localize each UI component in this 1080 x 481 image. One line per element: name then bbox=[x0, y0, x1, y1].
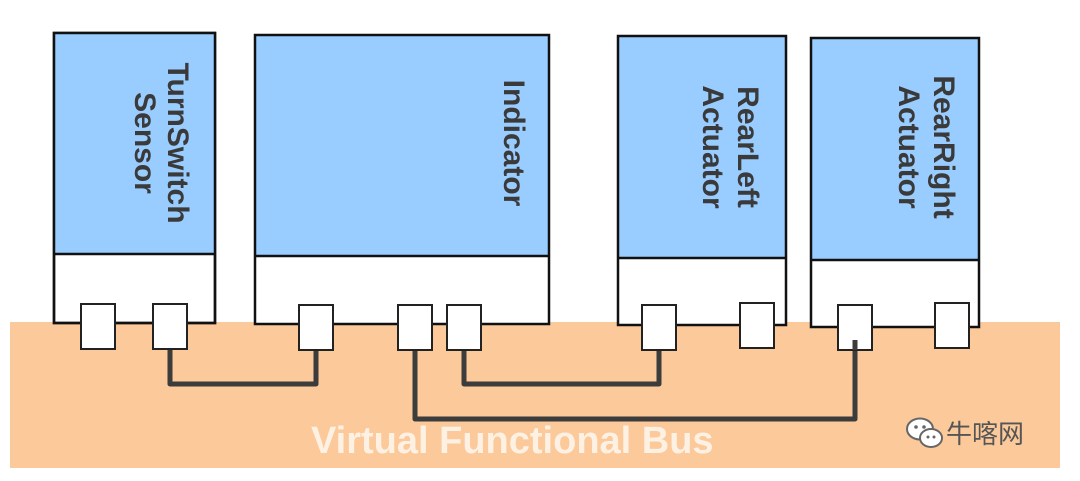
component-frame bbox=[809, 36, 981, 329]
component-label-line-1: TurnSwitch bbox=[161, 62, 194, 223]
bus-label: Virtual Functional Bus bbox=[311, 420, 714, 462]
component-label-line-1: Indicator bbox=[497, 80, 530, 207]
port-rearleft-2 bbox=[739, 302, 775, 349]
ports bbox=[80, 302, 970, 351]
component-header bbox=[618, 36, 786, 258]
port-indicator-2 bbox=[397, 304, 433, 351]
port-rearleft-1 bbox=[641, 304, 677, 351]
watermark: 牛喀网 bbox=[906, 417, 1024, 450]
component-rearleft-actuator: RearLeft Actuator bbox=[616, 34, 788, 327]
component-frame bbox=[52, 31, 217, 325]
port-indicator-1 bbox=[298, 304, 334, 351]
component-rearright-actuator: RearRight Actuator bbox=[809, 36, 981, 329]
component-header bbox=[811, 38, 979, 260]
component-label-line-2: Actuator bbox=[892, 85, 925, 209]
port-turnswitch-2 bbox=[152, 303, 188, 350]
component-label-line-1: RearRight bbox=[927, 75, 960, 218]
component-turnswitch-sensor: TurnSwitch Sensor bbox=[52, 31, 217, 325]
component-label-line-2: Sensor bbox=[128, 92, 161, 194]
watermark-text: 牛喀网 bbox=[946, 420, 1024, 450]
component-frame bbox=[616, 34, 788, 327]
connection-indicator-to-rearright bbox=[412, 346, 858, 422]
port-rearright-2 bbox=[934, 302, 970, 349]
component-label-line-1: RearLeft bbox=[731, 86, 764, 208]
component-label-line-2: Actuator bbox=[696, 85, 729, 209]
port-turnswitch-1 bbox=[80, 303, 116, 350]
component-header bbox=[54, 33, 215, 254]
component-indicator: Indicator bbox=[253, 33, 551, 326]
port-indicator-3 bbox=[446, 304, 482, 351]
wechat-icon bbox=[906, 417, 943, 448]
connection-turnswitch-to-indicator bbox=[167, 350, 319, 387]
connection-indicator-to-rearleft bbox=[461, 350, 662, 387]
component-header bbox=[255, 35, 549, 256]
